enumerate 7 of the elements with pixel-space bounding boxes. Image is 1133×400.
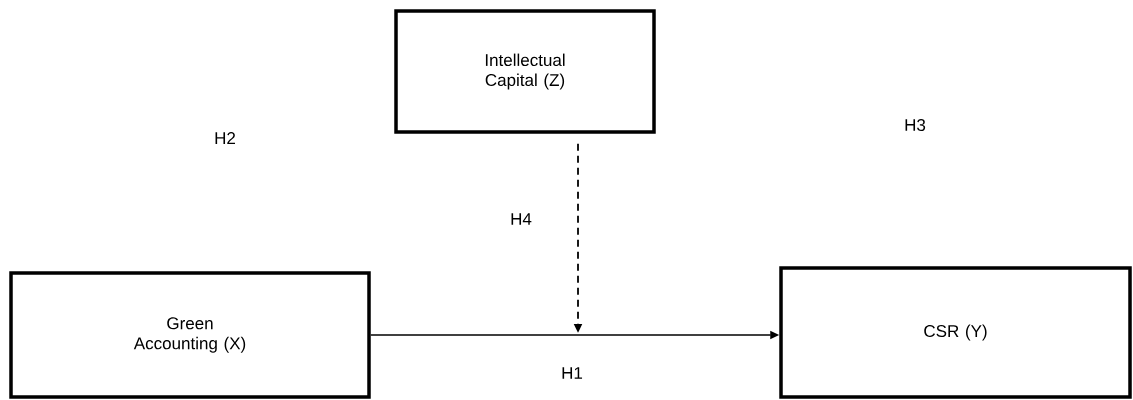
hypothesis-label: H3 [905,119,926,131]
variable-box: CSR (Y) [779,266,1132,399]
hypothesis-label: H2 [215,132,235,144]
variable-box: Intellectual Capital (Z) [394,9,656,134]
hypothesis-label: H1 [560,366,584,380]
hypothesis-label: H4 [509,212,533,226]
variable-box: Green Accounting (X) [9,271,371,399]
